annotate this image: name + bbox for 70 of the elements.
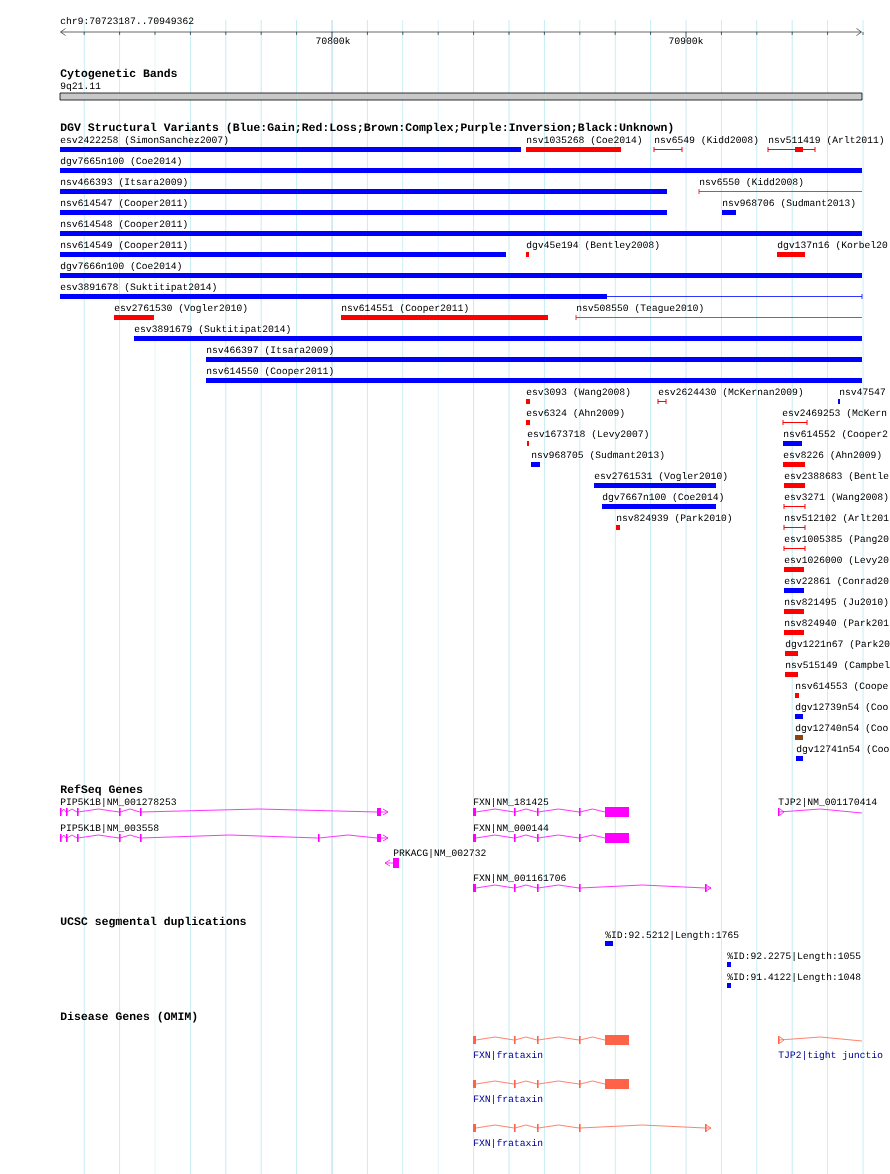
track-heading: UCSC segmental duplications (60, 916, 246, 928)
variant-label: esv3891678 (Suktitipat2014) (60, 283, 216, 292)
variant-label: dgv12741n54 (Coo (796, 745, 889, 754)
variant-label: nsv614553 (Coope (796, 682, 888, 691)
variant-label: dgv7665n100 (Coe2014) (60, 157, 181, 166)
variant-label: esv1005385 (Pang20 (784, 535, 889, 544)
track-heading: Disease Genes (OMIM) (60, 1011, 197, 1023)
variant-label: nsv614550 (Cooper2011) (207, 367, 333, 376)
duplication-label: %ID:91.4122|Length:1048 (727, 973, 861, 982)
variant-label: esv3891679 (Suktitipat2014) (134, 325, 290, 334)
variant-label: nsv824940 (Park201 (785, 619, 889, 628)
variant-label: dgv45e194 (Bentley2008) (526, 241, 659, 250)
variant-label: dgv7666n100 (Coe2014) (60, 262, 181, 271)
variant-label: esv2624430 (McKernan2009) (658, 388, 803, 397)
variant-label: esv2761531 (Vogler2010) (594, 472, 727, 481)
variant-label: nsv47547 (840, 388, 885, 396)
variant-label: esv3271 (Wang2008) (784, 493, 888, 502)
variant-label: nsv1035268 (Coe2014) (527, 136, 641, 145)
variant-label: nsv614552 (Cooper2 (784, 430, 888, 439)
variant-label: esv3093 (Wang2008) (526, 388, 630, 397)
variant-label: nsv968706 (Sudmant2013) (723, 199, 855, 208)
variant-label: nsv6550 (Kidd2008) (700, 178, 803, 187)
variant-label: esv22861 (Conrad20 (784, 577, 889, 586)
ruler-title: chr9:70723187..70949362 (60, 17, 194, 25)
variant-label: dgv12739n54 (Coo (795, 703, 888, 712)
variant-label: nsv515149 (Campbel (786, 661, 890, 670)
gene-label: PIP5K1B|NM_003558 (60, 824, 159, 833)
duplication-label: %ID:92.2275|Length:1055 (727, 952, 861, 961)
variant-label: nsv508550 (Teague2010) (577, 304, 703, 313)
track-heading: RefSeq Genes (60, 784, 143, 796)
band-label: 9q21.11 (60, 82, 101, 91)
gene-label: FXN|NM_000144 (474, 824, 549, 833)
variant-label: dgv7667n100 (Coe2014) (602, 493, 723, 502)
variant-label: esv2761530 (Vogler2010) (114, 304, 247, 313)
variant-label: nsv6549 (Kidd2008) (655, 136, 758, 145)
duplication-label: %ID:92.5212|Length:1765 (605, 931, 739, 940)
disease-gene-label: FXN|frataxin (474, 1051, 543, 1060)
variant-label: nsv614549 (Cooper2011) (61, 241, 187, 250)
variant-label: dgv137n16 (Korbel20 (777, 241, 888, 250)
scale-label: 70900k (669, 37, 703, 45)
variant-label: nsv821495 (Ju2010) (785, 598, 888, 607)
variant-label: esv2388683 (Bentle (784, 472, 889, 481)
gene-label: PIP5K1B|NM_001278253 (60, 798, 176, 807)
variant-label: esv8226 (Ahn2009) (783, 451, 881, 460)
variant-label: esv1673718 (Levy2007) (527, 430, 648, 439)
variant-label: nsv511419 (Arlt2011) (769, 136, 883, 145)
track-heading: Cytogenetic Bands (60, 68, 177, 80)
variant-label: nsv512102 (Arlt201 (785, 514, 889, 523)
gene-label: PRKACG|NM_002732 (393, 849, 486, 858)
gene-label: TJP2|NM_001170414 (778, 798, 877, 807)
gene-label: FXN|NM_181425 (474, 798, 549, 807)
variant-label: esv2422258 (SimonSanchez2007) (60, 136, 228, 145)
variant-label: esv1026000 (Levy20 (784, 556, 889, 565)
variant-label: nsv466397 (Itsara2009) (207, 346, 333, 355)
disease-gene-label: FXN|frataxin (474, 1139, 543, 1148)
disease-gene-label: FXN|frataxin (474, 1095, 543, 1104)
scale-label: 70800k (316, 37, 350, 45)
variant-label: nsv466393 (Itsara2009) (61, 178, 187, 187)
variant-label: nsv968705 (Sudmant2013) (532, 451, 664, 460)
variant-label: nsv614548 (Cooper2011) (61, 220, 187, 229)
gene-label: FXN|NM_001161706 (474, 874, 566, 883)
variant-label: esv6324 (Ahn2009) (526, 409, 624, 418)
track-heading: DGV Structural Variants (Blue:Gain;Red:Loss;Brown:Complex;Purple:Inversion;Black:Unknown) (60, 122, 673, 134)
variant-label: nsv824939 (Park2010) (617, 514, 731, 523)
variant-label: nsv614547 (Cooper2011) (61, 199, 187, 208)
variant-label: nsv614551 (Cooper2011) (342, 304, 468, 313)
variant-label: dgv1221n67 (Park20 (785, 640, 890, 649)
variant-label: dgv12740n54 (Coo (795, 724, 888, 733)
variant-label: esv2469253 (McKern (782, 409, 887, 418)
disease-gene-label: TJP2|tight junctio (778, 1051, 883, 1060)
